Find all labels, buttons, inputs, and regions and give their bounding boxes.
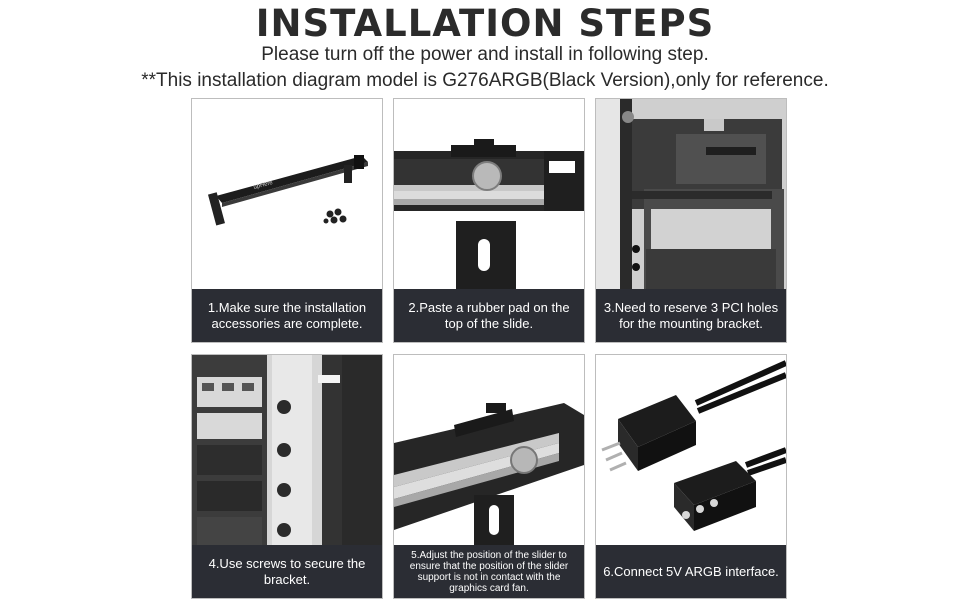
step-4-caption: 4.Use screws to secure the bracket. [192,545,382,598]
model-reference-note: **This installation diagram model is G27… [141,70,829,91]
adjust-slider-image [394,355,584,545]
step-3-caption: 3.Need to reserve 3 PCI holes for the mo… [596,289,786,342]
step-card-4: 4.Use screws to secure the bracket. [191,354,383,599]
pc-case-pci-slots-image [596,99,786,289]
argb-connector-image [596,355,786,545]
page-title: INSTALLATION STEPS [255,2,715,45]
bracket-accessories-image: upHere [192,99,382,289]
step-card-1: upHere 1.Make sure the installation acce… [191,98,383,343]
power-off-instruction: Please turn off the power and install in… [261,44,709,65]
secure-screws-image [192,355,382,545]
step-2-caption: 2.Paste a rubber pad on the top of the s… [394,289,584,342]
step-card-5: 5.Adjust the position of the slider to e… [393,354,585,599]
brand-logo: upHere [253,180,274,191]
rubber-pad-image [394,99,584,289]
step-6-caption: 6.Connect 5V ARGB interface. [596,545,786,598]
step-1-caption: 1.Make sure the installation accessories… [192,289,382,342]
step-5-caption: 5.Adjust the position of the slider to e… [394,545,584,598]
step-card-2: 2.Paste a rubber pad on the top of the s… [393,98,585,343]
step-card-6: 6.Connect 5V ARGB interface. [595,354,787,599]
step-card-3: 3.Need to reserve 3 PCI holes for the mo… [595,98,787,343]
